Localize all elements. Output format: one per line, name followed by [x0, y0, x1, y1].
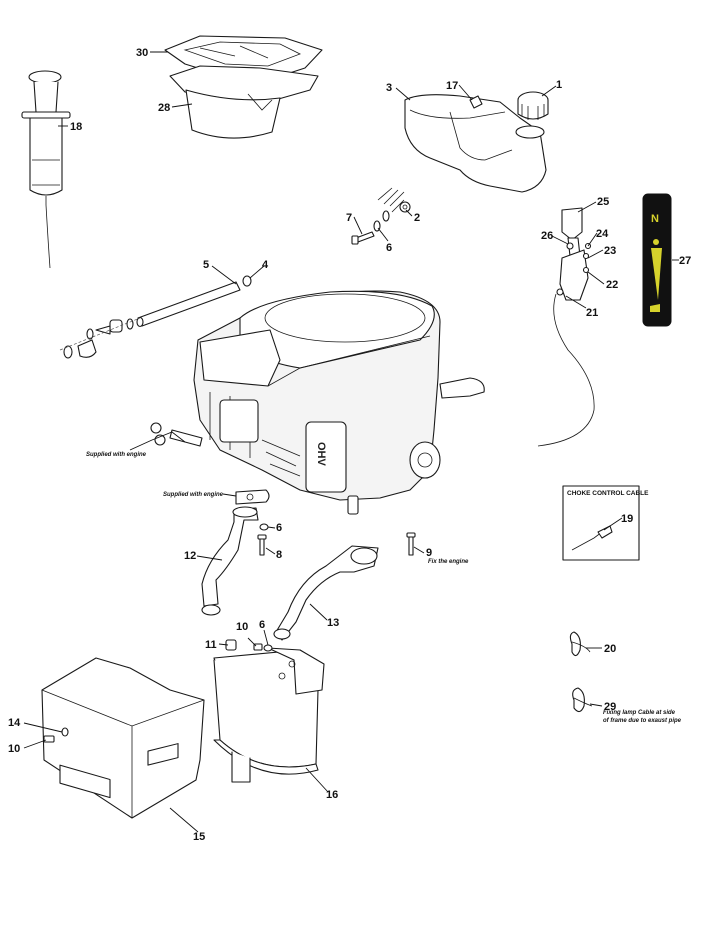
fuel-tank-3 — [404, 94, 547, 193]
callout-25: 25 — [597, 196, 609, 208]
choke-cable-box — [562, 485, 640, 561]
callout-8: 8 — [276, 549, 282, 561]
engine-ohv-mark: OHV — [315, 442, 327, 467]
cable-tie-29 — [572, 687, 593, 713]
gasket — [235, 489, 270, 505]
decal-letter: N — [651, 213, 659, 225]
callout-21: 21 — [586, 307, 598, 319]
callout-1: 1 — [556, 79, 562, 91]
note-fixing-lamp-1: Fixing lamp Cable at side — [603, 710, 676, 716]
elbow-fittings — [129, 422, 203, 451]
callout-29: 29 — [604, 701, 616, 713]
cable-tie-20 — [569, 631, 591, 657]
leader-lines — [23, 51, 679, 833]
note-fixing-lamp-2: of frame due to exaust pipe — [603, 718, 682, 724]
callout-24: 24 — [596, 228, 609, 240]
clip-17 — [469, 95, 483, 109]
clip-4 — [242, 275, 252, 287]
callout-23: 23 — [604, 245, 616, 257]
callout-14: 14 — [8, 717, 21, 729]
washer-6a — [373, 210, 390, 232]
note-supplied-with-engine-2: Supplied with engine — [163, 492, 224, 498]
filter-housing-28 — [169, 65, 319, 139]
decal-27 — [642, 193, 672, 327]
exhaust-pipe-13 — [273, 545, 379, 641]
fuel-hose-5 — [136, 281, 241, 328]
callout-numbers: 30 28 18 3 17 1 7 6 2 5 4 25 26 24 23 22… — [8, 47, 691, 843]
callout-30: 30 — [136, 47, 148, 59]
callout-11: 11 — [205, 639, 217, 651]
callout-4: 4 — [262, 259, 269, 271]
callout-6a: 6 — [386, 242, 392, 254]
callout-3: 3 — [386, 82, 392, 94]
choke-cable-21 — [537, 293, 595, 447]
callout-17: 17 — [446, 80, 458, 92]
callout-15: 15 — [193, 831, 205, 843]
callout-26: 26 — [541, 230, 553, 242]
fuel-filter-parts — [59, 317, 141, 359]
callout-7: 7 — [346, 212, 352, 224]
callout-27: 27 — [679, 255, 691, 267]
note-fix-the-engine: Fix the engine — [428, 559, 469, 565]
washer-6c — [263, 644, 273, 652]
heat-shield-15 — [41, 657, 205, 819]
callout-16: 16 — [326, 789, 338, 801]
choke-lever-25 — [561, 207, 583, 257]
washer-14 — [61, 727, 69, 737]
muffler-16 — [213, 647, 325, 783]
engine — [193, 290, 485, 515]
callout-10b: 10 — [8, 743, 20, 755]
callout-20: 20 — [604, 643, 616, 655]
washer-6b — [259, 523, 269, 531]
exhaust-pipe-12 — [201, 506, 259, 616]
callout-13: 13 — [327, 617, 339, 629]
callout-18: 18 — [70, 121, 82, 133]
callout-10a: 10 — [236, 621, 248, 633]
bolt-10b — [43, 735, 55, 743]
callout-19: 19 — [621, 513, 633, 525]
screw-7 — [351, 231, 375, 245]
callout-5: 5 — [203, 259, 209, 271]
choke-bracket — [556, 242, 592, 301]
bolt-9 — [406, 532, 416, 556]
callout-22: 22 — [606, 279, 618, 291]
callout-2: 2 — [414, 212, 420, 224]
bolt-8 — [257, 534, 267, 556]
nut-2 — [399, 201, 411, 213]
callout-28: 28 — [158, 102, 170, 114]
choke-box-title: CHOKE CONTROL CABLE — [567, 490, 649, 497]
callout-9: 9 — [426, 547, 432, 559]
callout-6b: 6 — [276, 522, 282, 534]
leader-supplied-gasket — [222, 493, 237, 497]
callout-6c: 6 — [259, 619, 265, 631]
callout-12: 12 — [184, 550, 196, 562]
spring-clips — [377, 187, 405, 213]
syringe-18 — [21, 70, 71, 269]
note-supplied-with-engine-1: Supplied with engine — [86, 452, 147, 458]
fuel-cap-1 — [517, 91, 549, 120]
